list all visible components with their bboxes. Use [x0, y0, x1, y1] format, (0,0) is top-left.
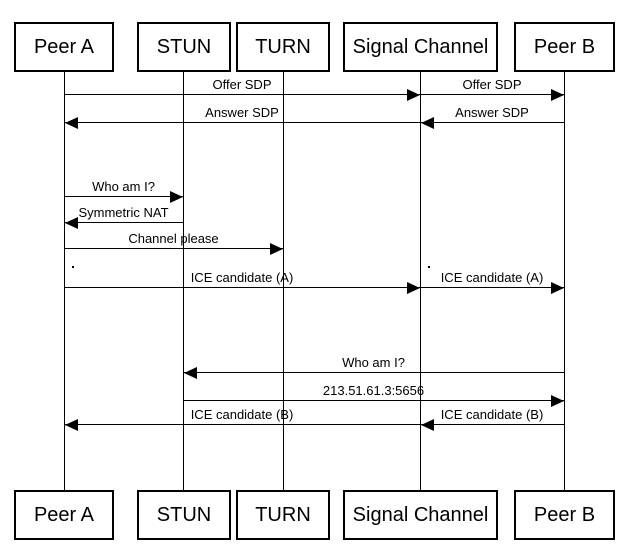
continuation-dot-0 [72, 266, 74, 268]
message-label-4: Who am I? [92, 179, 155, 194]
message-label-12: ICE candidate (B) [440, 407, 544, 422]
actor-box-peer-a-top: Peer A [14, 22, 114, 72]
message-label-7: ICE candidate (A) [190, 270, 294, 285]
lifeline-signal [420, 72, 421, 490]
message-line-0 [64, 94, 420, 95]
message-arrowhead-icon-1 [551, 88, 564, 101]
message-arrowhead-icon-2 [421, 116, 434, 129]
message-line-5 [64, 222, 183, 223]
message-arrowhead-icon-12 [421, 418, 434, 431]
actor-box-turn-bottom: TURN [236, 490, 330, 540]
message-line-10 [183, 400, 564, 401]
message-line-8 [420, 287, 564, 288]
message-arrowhead-icon-10 [551, 394, 564, 407]
message-arrowhead-icon-9 [184, 366, 197, 379]
actor-box-signal-bottom: Signal Channel [343, 490, 498, 540]
message-line-12 [420, 424, 564, 425]
actor-box-peer-b-bottom: Peer B [514, 490, 615, 540]
message-label-8: ICE candidate (A) [440, 270, 544, 285]
message-arrowhead-icon-8 [551, 281, 564, 294]
message-label-5: Symmetric NAT [78, 205, 169, 220]
message-line-6 [64, 248, 283, 249]
message-label-9: Who am I? [342, 355, 405, 370]
lifeline-stun [183, 72, 184, 490]
message-label-1: Offer SDP [462, 77, 522, 92]
message-line-7 [64, 287, 420, 288]
message-line-4 [64, 196, 183, 197]
message-arrowhead-icon-4 [170, 190, 183, 203]
lifeline-peer-a [64, 72, 65, 490]
message-arrowhead-icon-0 [407, 88, 420, 101]
message-label-3: Answer SDP [205, 105, 279, 120]
message-line-2 [420, 122, 564, 123]
message-label-2: Answer SDP [455, 105, 529, 120]
actor-box-stun-top: STUN [137, 22, 231, 72]
actor-box-signal-top: Signal Channel [343, 22, 498, 72]
continuation-dot-1 [428, 266, 430, 268]
message-label-0: Offer SDP [212, 77, 272, 92]
actor-box-peer-a-bottom: Peer A [14, 490, 114, 540]
message-label-10: 213.51.61.3:5656 [322, 383, 425, 398]
message-arrowhead-icon-11 [65, 418, 78, 431]
message-arrowhead-icon-7 [407, 281, 420, 294]
message-label-11: ICE candidate (B) [190, 407, 294, 422]
actor-box-turn-top: TURN [236, 22, 330, 72]
message-line-11 [64, 424, 420, 425]
actor-box-stun-bottom: STUN [137, 490, 231, 540]
message-arrowhead-icon-3 [65, 116, 78, 129]
message-arrowhead-icon-6 [270, 242, 283, 255]
actor-box-peer-b-top: Peer B [514, 22, 615, 72]
message-arrowhead-icon-5 [65, 216, 78, 229]
message-line-3 [64, 122, 420, 123]
message-label-6: Channel please [128, 231, 219, 246]
lifeline-peer-b [564, 72, 565, 490]
lifeline-turn [283, 72, 284, 490]
message-line-9 [183, 372, 564, 373]
message-line-1 [420, 94, 564, 95]
